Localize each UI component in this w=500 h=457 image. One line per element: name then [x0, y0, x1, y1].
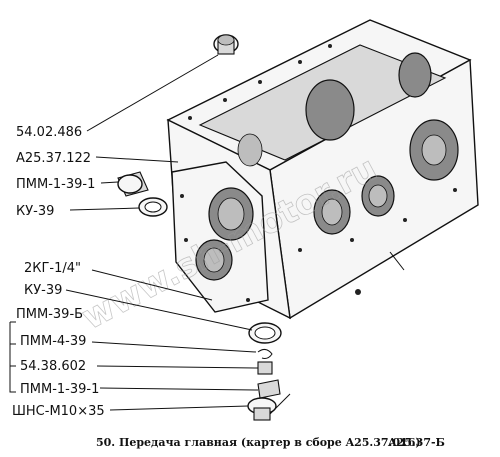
figure-caption: 50. Передача главная (картер в сборе A25…: [96, 436, 421, 449]
label-pmm-4-39: ПММ-4-39: [20, 334, 86, 349]
bolt-shns-m10x35-part: [247, 393, 291, 421]
label-pmm-1-39-1-top: ПММ-1-39-1: [16, 177, 95, 192]
label-pmm-1-39-1-lower: ПММ-1-39-1: [20, 382, 99, 397]
label-shns-m10x35: ШНС-М10×35: [12, 404, 105, 419]
plug-pmm-1-39-1-top-part: [117, 171, 149, 197]
plug-54-02-486-part: [213, 34, 239, 55]
gearbox-housing-drawing: [166, 19, 479, 320]
washer-ku-39-top-part: [138, 197, 168, 217]
label-pmm-39-b: ПММ-39-Б: [16, 307, 83, 322]
part-54-38-602: [257, 361, 273, 375]
label-54-38-602: 54.38.602: [20, 359, 86, 374]
clip-pmm-4-39-part: [257, 348, 273, 359]
washer-ku-39-lower-part: [248, 322, 282, 344]
label-54-02-486: 54.02.486: [16, 125, 82, 140]
figure-code: A25.37-Б: [387, 436, 445, 449]
plug-pmm-1-39-1-lower-part: [257, 379, 281, 399]
leader-lines: [9, 54, 259, 411]
label-ku-39-lower: КУ-39: [24, 283, 62, 298]
label-2kg-1-4: 2КГ-1/4": [24, 261, 81, 276]
label-ku-39-top: КУ-39: [16, 204, 54, 219]
label-a25-37-122: A25.37.122: [16, 151, 91, 166]
